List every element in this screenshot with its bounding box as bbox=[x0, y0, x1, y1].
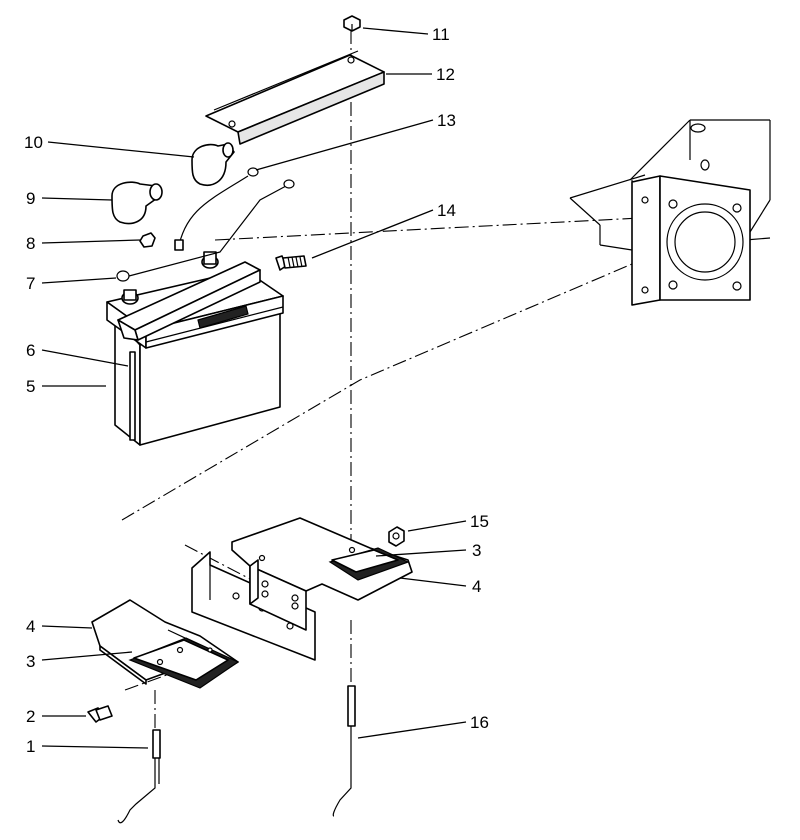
part-6-rod bbox=[129, 351, 136, 441]
leader-lines bbox=[41, 27, 467, 749]
callout-5: 5 bbox=[26, 377, 35, 396]
callout-13: 13 bbox=[437, 111, 456, 130]
part-12-hold-down-bracket bbox=[205, 50, 385, 145]
part-2-bolt bbox=[87, 705, 113, 723]
callout-7: 7 bbox=[26, 274, 35, 293]
callout-3-lower: 3 bbox=[26, 652, 35, 671]
part-10-terminal-boot bbox=[191, 142, 235, 186]
callout-8: 8 bbox=[26, 234, 35, 253]
part-14-bolt bbox=[275, 255, 307, 271]
callout-10: 10 bbox=[24, 133, 43, 152]
callout-9: 9 bbox=[26, 189, 35, 208]
callout-4-upper: 4 bbox=[472, 577, 481, 596]
callout-14: 14 bbox=[437, 201, 456, 220]
part-13-battery-cable bbox=[174, 167, 259, 251]
callout-2: 2 bbox=[26, 707, 35, 726]
callout-6: 6 bbox=[26, 341, 35, 360]
part-7-battery-cable bbox=[116, 179, 295, 282]
callout-4-lower: 4 bbox=[26, 617, 35, 636]
part-8-nut bbox=[139, 232, 156, 248]
callout-1: 1 bbox=[26, 737, 35, 756]
callout-12: 12 bbox=[436, 65, 455, 84]
frame-section bbox=[569, 119, 771, 306]
callout-3-upper: 3 bbox=[472, 541, 481, 560]
part-4-battery-tray-lower bbox=[91, 599, 240, 689]
callout-labels: 1 2 3 4 5 6 7 8 9 10 11 12 13 14 15 3 4 … bbox=[24, 25, 489, 756]
callout-16: 16 bbox=[470, 713, 489, 732]
part-1-j-hook bbox=[117, 729, 161, 824]
part-11-nut bbox=[343, 15, 361, 32]
part-15-nut bbox=[388, 526, 405, 547]
part-9-terminal-boot bbox=[111, 181, 163, 225]
callout-11: 11 bbox=[432, 25, 450, 44]
battery-strap bbox=[117, 261, 261, 341]
part-16-j-hook bbox=[332, 685, 356, 817]
callout-15: 15 bbox=[470, 512, 489, 531]
